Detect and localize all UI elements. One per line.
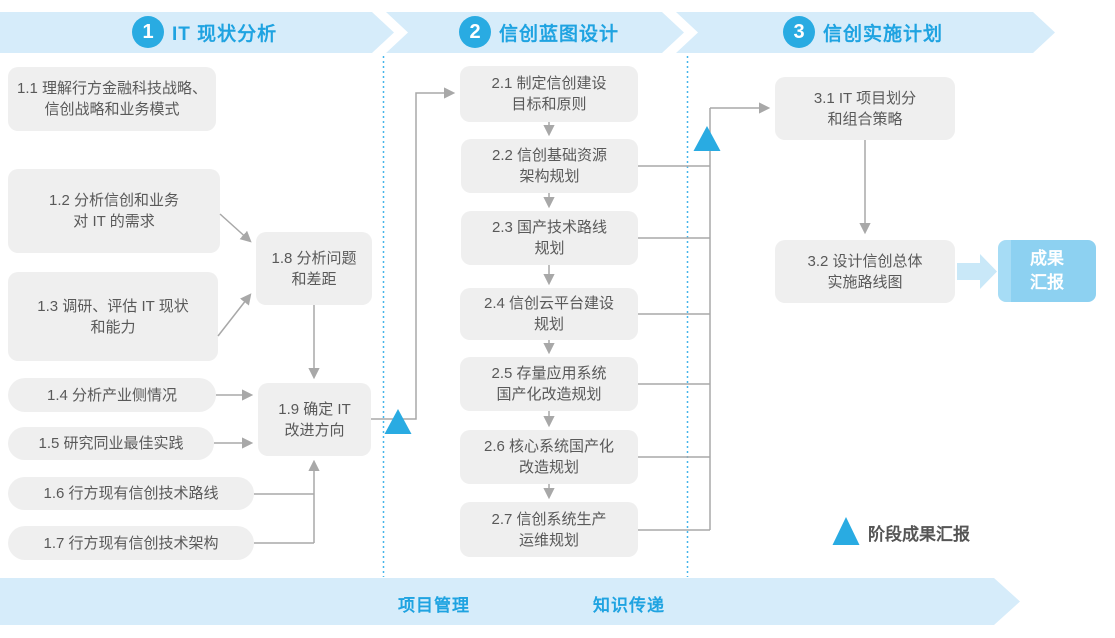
- phase2-number-badge: 2: [459, 16, 491, 48]
- node-3-1: 3.1 IT 项目划分 和组合策略: [775, 77, 955, 140]
- phase3-banner: [676, 12, 1055, 53]
- bottom-banner: [0, 578, 1020, 625]
- phase1-banner: [0, 12, 394, 53]
- phase3-number-badge: 3: [783, 16, 815, 48]
- node-2-7: 2.7 信创系统生产 运维规划: [460, 502, 638, 557]
- node-1-3: 1.3 调研、评估 IT 现状 和能力: [8, 272, 218, 361]
- result-arrow: [957, 254, 997, 289]
- node-3-2: 3.2 设计信创总体 实施路线图: [775, 240, 955, 303]
- milestone-triangle-phase1: [384, 409, 412, 434]
- result-report-box: 成果 汇报: [998, 240, 1096, 302]
- node-1-5: 1.5 研究同业最佳实践: [8, 427, 214, 460]
- phase1-number-badge: 1: [132, 16, 164, 48]
- node-1-9: 1.9 确定 IT 改进方向: [258, 383, 371, 456]
- node-1-1: 1.1 理解行方金融科技战略、 信创战略和业务模式: [8, 67, 216, 131]
- node-2-5: 2.5 存量应用系统 国产化改造规划: [460, 357, 638, 411]
- phase3-title: 信创实施计划: [823, 23, 944, 45]
- node-1-7: 1.7 行方现有信创技术架构: [8, 526, 254, 560]
- node-1-4: 1.4 分析产业侧情况: [8, 378, 216, 412]
- phase1-title: IT 现状分析: [172, 23, 278, 45]
- legend-label: 阶段成果汇报: [868, 525, 970, 544]
- phase2-banner: [386, 12, 684, 53]
- legend-triangle-icon: [832, 517, 860, 545]
- node-2-2: 2.2 信创基础资源 架构规划: [461, 139, 638, 193]
- node-2-6: 2.6 核心系统国产化 改造规划: [460, 430, 638, 484]
- node-1-8: 1.8 分析问题 和差距: [256, 232, 372, 305]
- node-2-1: 2.1 制定信创建设 目标和原则: [460, 66, 638, 122]
- bottom-label-knowledge-transfer: 知识传递: [593, 596, 665, 615]
- node-1-6: 1.6 行方现有信创技术路线: [8, 477, 254, 510]
- phase2-title: 信创蓝图设计: [499, 23, 620, 45]
- bottom-label-project-management: 项目管理: [398, 596, 470, 615]
- node-1-2: 1.2 分析信创和业务 对 IT 的需求: [8, 169, 220, 253]
- node-2-4: 2.4 信创云平台建设 规划: [460, 288, 638, 340]
- node-2-3: 2.3 国产技术路线 规划: [461, 211, 638, 265]
- milestone-triangle-phase2: [693, 126, 721, 151]
